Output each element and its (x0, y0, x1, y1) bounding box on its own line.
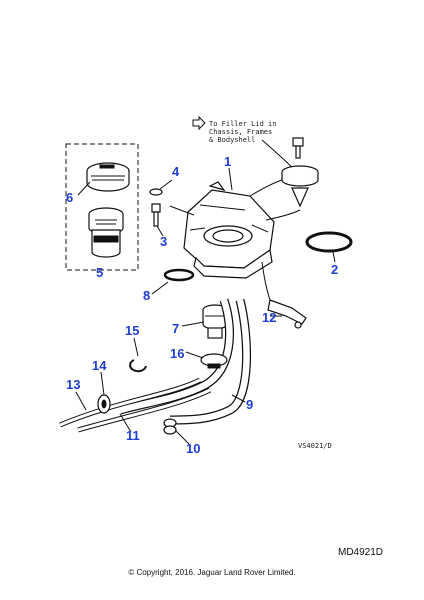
arrow-right-icon (192, 115, 206, 131)
o-ring-small (163, 268, 195, 282)
callout-2: 2 (331, 262, 338, 277)
spring-clip (129, 359, 147, 373)
callout-4: 4 (172, 164, 180, 179)
callout-6: 6 (66, 190, 73, 205)
kit-dashed-box (65, 143, 139, 271)
o-ring-large (305, 231, 353, 253)
hose-clamp (200, 353, 228, 369)
callout-13: 13 (66, 377, 80, 392)
callout-3: 3 (160, 234, 167, 249)
breather-pipes (59, 377, 212, 433)
bolt (149, 188, 163, 227)
note-line-1: To Filler Lid in (209, 120, 276, 128)
drain-valve (281, 137, 319, 208)
hose-clip (163, 418, 177, 435)
callout-7: 7 (172, 321, 179, 336)
filler-cap-assembly (88, 207, 124, 258)
filler-cap (86, 162, 130, 192)
callout-8: 8 (143, 288, 150, 303)
callout-9: 9 (246, 397, 253, 412)
callout-11: 11 (126, 428, 140, 443)
callout-14: 14 (92, 358, 107, 373)
callout-15: 15 (125, 323, 139, 338)
hoses (118, 298, 252, 425)
callout-16: 16 (170, 346, 184, 361)
grommet (97, 394, 111, 414)
rollover-valve (202, 304, 228, 339)
note-line-2: Chassis, Frames (209, 128, 272, 136)
filler-lid-note: To Filler Lid in Chassis, Frames & Bodys… (192, 115, 301, 176)
callouts: 1 2 3 4 5 6 7 8 9 10 11 12 13 14 15 16 (66, 154, 338, 456)
copyright-notice: © Copyright, 2016. Jaguar Land Rover Lim… (128, 568, 296, 577)
diagram-id: MD4921D (338, 547, 384, 558)
image-reference: VS4021/D (298, 442, 332, 450)
callout-10: 10 (186, 441, 200, 456)
leader-lines (75, 167, 336, 445)
callout-12: 12 (262, 310, 276, 325)
hose-connector (261, 261, 307, 329)
note-line-3: & Bodyshell (209, 136, 255, 144)
callout-5: 5 (96, 265, 103, 280)
filler-housing (169, 179, 301, 279)
callout-1: 1 (224, 154, 231, 169)
